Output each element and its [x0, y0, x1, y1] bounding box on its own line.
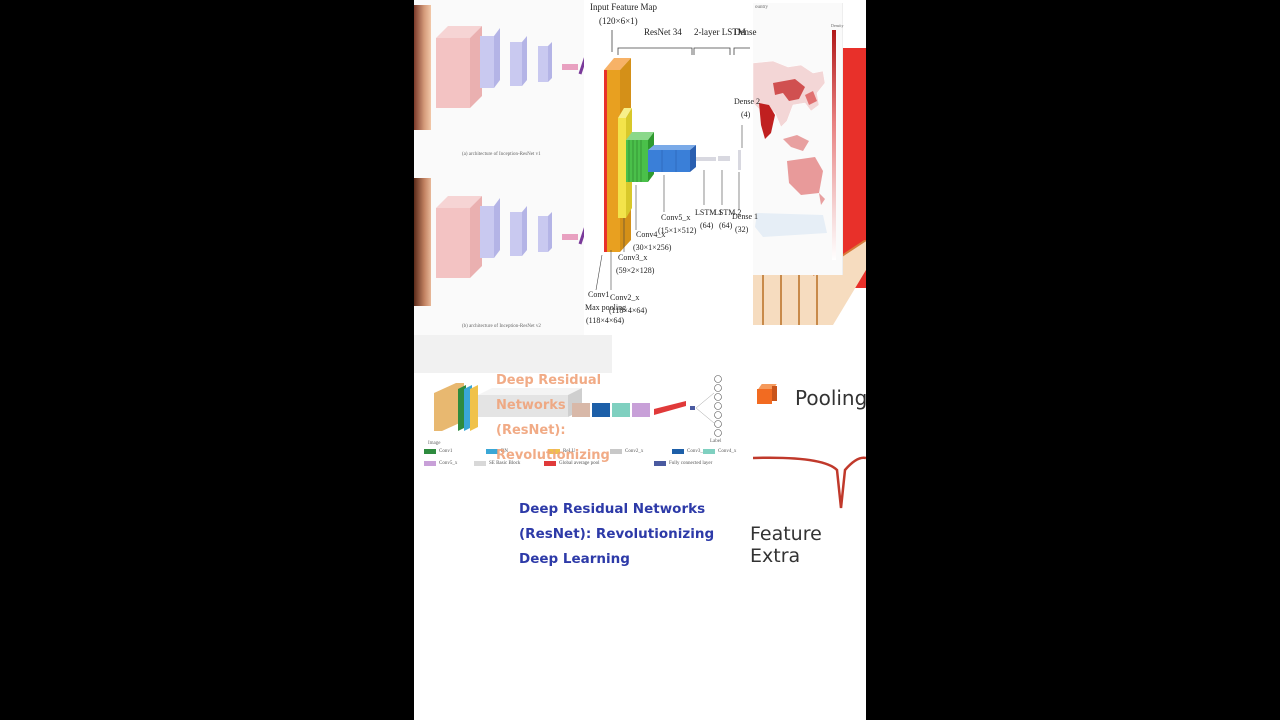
- legend-item: BN: [486, 449, 548, 454]
- legend-item: SE Basic Block: [474, 461, 544, 466]
- conv2-label: Conv2_x: [610, 293, 640, 302]
- legend-swatch: [703, 449, 715, 454]
- legend-text: Conv2_x: [625, 449, 644, 454]
- overlay-title-orange: Deep Residual Networks (ResNet): Revolut…: [496, 373, 610, 463]
- inception-blocks-b: [436, 196, 588, 278]
- conv3-size: (59×2×128): [616, 266, 655, 275]
- image-label: Image: [428, 441, 441, 446]
- conv1-size: (118×4×64): [586, 316, 625, 325]
- face-image-b: [414, 178, 431, 306]
- feature-bracket: [753, 456, 866, 509]
- dense-group-label: Dense: [734, 27, 757, 37]
- legend-swatch: [544, 461, 556, 466]
- map-title: ountry: [755, 5, 769, 10]
- legend-item: Fully connected layer: [654, 461, 744, 466]
- conv4-label: Conv4_x: [636, 230, 666, 239]
- se-resnet-diagram: Image Label Conv1 BN ReLU Conv2_x Conv3_…: [418, 373, 748, 473]
- legend-row-2: Conv5_x SE Basic Block Global average po…: [424, 461, 744, 466]
- legend-text: ReLU: [563, 449, 576, 454]
- dense1-label: Dense 1: [732, 212, 758, 221]
- lstm1-label: LSTM 1: [695, 208, 723, 217]
- legend-text: Fully connected layer: [669, 461, 713, 466]
- input-feature-map-label: Input Feature Map: [590, 2, 657, 12]
- legend-item: Conv5_x: [424, 461, 474, 466]
- world-map: [753, 60, 827, 237]
- legend-swatch: [486, 449, 498, 454]
- lstm2-size: (64): [719, 221, 733, 230]
- legend-row-1b: Conv4_x: [703, 449, 748, 454]
- conv3-label: Conv3_x: [618, 253, 648, 262]
- se-resnet-blocks: [434, 375, 722, 437]
- legend-item: Conv4_x: [703, 449, 748, 454]
- pooling-cube-icon: [757, 384, 777, 404]
- input-feature-map-size: (120×6×1): [599, 16, 638, 26]
- legend-item: Conv2_x: [610, 449, 672, 454]
- legend-row-1: Conv1 BN ReLU Conv2_x Conv3_x: [424, 449, 734, 454]
- video-frame: (a) architecture of Inception-ResNet v1 …: [414, 0, 866, 720]
- inception-resnet-diagram: (a) architecture of Inception-ResNet v1 …: [414, 0, 589, 335]
- legend-text: Conv4_x: [718, 449, 737, 454]
- inception-caption-a: (a) architecture of Inception-ResNet v1: [462, 152, 541, 157]
- legend-swatch: [610, 449, 622, 454]
- lstm1-size: (64): [700, 221, 714, 230]
- legend-text: Conv1: [439, 449, 453, 454]
- legend-item: Global average pool: [544, 461, 654, 466]
- legend-item: ReLU: [548, 449, 610, 454]
- face-image-a: [414, 5, 431, 130]
- legend-text: BN: [501, 449, 508, 454]
- conv1-label: Conv1: [588, 290, 610, 299]
- output-label: Label: [710, 439, 722, 444]
- conv5-size: (15×1×512): [658, 226, 697, 235]
- conv5-label: Conv5_x: [661, 213, 691, 222]
- gray-strip: [414, 335, 612, 373]
- inception-blocks-a: [436, 26, 588, 108]
- lstm-group-label: 2-layer LSTM: [694, 27, 746, 37]
- legend-swatch: [424, 461, 436, 466]
- dense2-size: (4): [741, 110, 751, 119]
- dense1-size: (32): [735, 225, 749, 234]
- world-map-panel: ountry Density: [753, 3, 843, 275]
- map-legend-title: Density: [831, 23, 844, 28]
- legend-swatch: [424, 449, 436, 454]
- conv1-pooling: Max pooling: [585, 303, 627, 312]
- legend-swatch: [474, 461, 486, 466]
- conv2-size: (118×4×64): [609, 306, 648, 315]
- legend-item: Conv3_x: [672, 449, 734, 454]
- legend-swatch: [654, 461, 666, 466]
- legend-text: SE Basic Block: [489, 461, 521, 466]
- inception-caption-b: (b) architecture of Inception-ResNet v2: [462, 324, 541, 329]
- resnet-lstm-blocks: [595, 30, 750, 291]
- legend-text: Global average pool: [559, 461, 600, 466]
- lstm2-label: LSTM 2: [714, 208, 742, 217]
- resnet-lstm-diagram: Input Feature Map (120×6×1) ResNet 34 2-…: [584, 0, 760, 335]
- map-color-scale: [832, 30, 836, 260]
- pooling-label: Pooling: [795, 386, 866, 410]
- legend-text: Conv5_x: [439, 461, 458, 466]
- legend-swatch: [548, 449, 560, 454]
- conv4-size: (30×1×256): [633, 243, 672, 252]
- legend-text: Conv3_x: [687, 449, 706, 454]
- dense2-label: Dense 2: [734, 97, 760, 106]
- legend-item: Conv1: [424, 449, 486, 454]
- legend-swatch: [672, 449, 684, 454]
- main-title: Deep Residual Networks (ResNet): Revolut…: [519, 501, 715, 567]
- resnet34-label: ResNet 34: [644, 27, 682, 37]
- feature-extraction-label: Feature Extra: [750, 523, 822, 567]
